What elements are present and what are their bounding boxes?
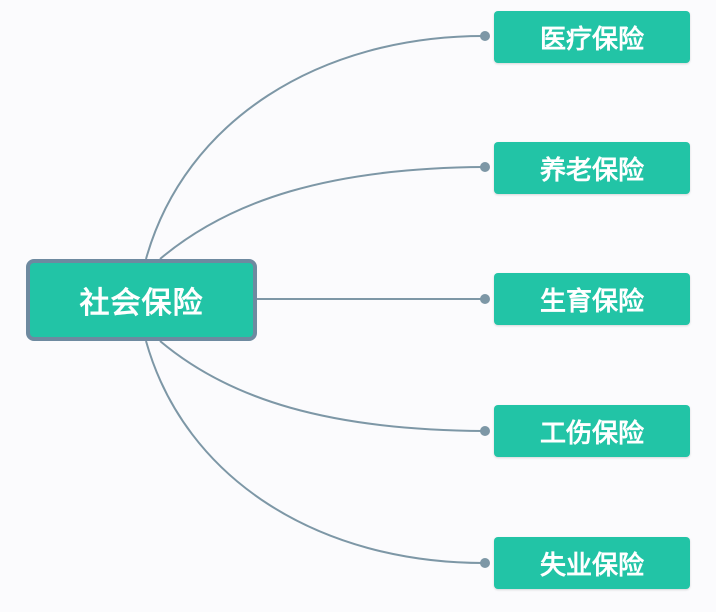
root-node-label: 社会保险: [79, 286, 204, 321]
child-node-maternity-insurance[interactable]: 生育保险: [494, 273, 690, 325]
root-node[interactable]: 社会保险: [26, 259, 257, 341]
connector-dot-2: [480, 162, 490, 172]
child-node-work-injury-insurance[interactable]: 工伤保险: [494, 405, 690, 457]
connector-dot-4: [480, 426, 490, 436]
connector-dot-3: [480, 294, 490, 304]
child-node-pension-insurance[interactable]: 养老保险: [494, 142, 690, 194]
connector-dot-1: [480, 31, 490, 41]
child-node-medical-insurance[interactable]: 医疗保险: [494, 11, 690, 63]
connector-to-child-2: [159, 166, 485, 260]
child-node-label: 工伤保险: [539, 418, 644, 449]
connector-to-child-4: [159, 340, 485, 432]
connector-dot-5: [480, 558, 490, 568]
connector-to-child-1: [145, 35, 485, 260]
child-node-unemployment-insurance[interactable]: 失业保险: [494, 537, 690, 589]
child-node-label: 医疗保险: [539, 24, 644, 55]
child-node-label: 养老保险: [539, 155, 644, 186]
connector-to-child-5: [145, 340, 485, 564]
child-node-label: 失业保险: [539, 550, 644, 581]
child-node-label: 生育保险: [539, 286, 644, 317]
